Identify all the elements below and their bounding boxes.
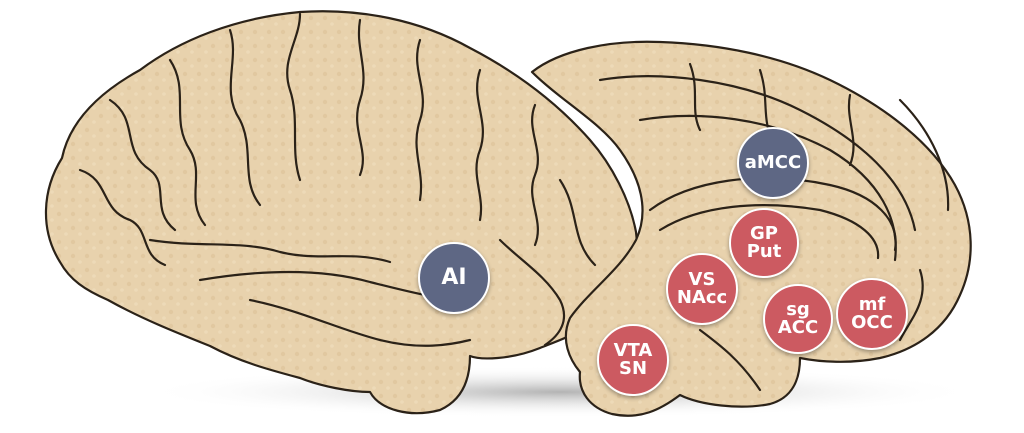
region-label-line1: mf — [858, 293, 886, 315]
region-label-line1: sg — [786, 298, 810, 320]
region-label: aMCC — [744, 151, 802, 173]
region-node-vta-sn: VTA SN — [597, 324, 669, 396]
region-label-line2: NAcc — [676, 287, 728, 308]
region-node-mf-occ: mf OCC — [836, 278, 908, 350]
floor-shadow — [140, 366, 980, 418]
region-node-sg-acc: sg ACC — [763, 284, 833, 354]
region-node-amcc: aMCC — [737, 127, 809, 199]
region-node-vs-nacc: VS NAcc — [666, 253, 738, 325]
region-node-gp-put: GP Put — [729, 208, 799, 278]
region-label-line2: ACC — [777, 317, 819, 338]
region-label-line1: VS — [688, 268, 716, 290]
region-node-ai: AI — [418, 242, 490, 314]
region-label-line2: SN — [618, 358, 648, 379]
region-label-line2: OCC — [851, 312, 893, 333]
region-label-line1: GP — [750, 222, 778, 244]
region-label-line1: VTA — [613, 339, 653, 361]
region-label: AI — [441, 264, 467, 290]
region-label-line2: Put — [746, 241, 782, 262]
